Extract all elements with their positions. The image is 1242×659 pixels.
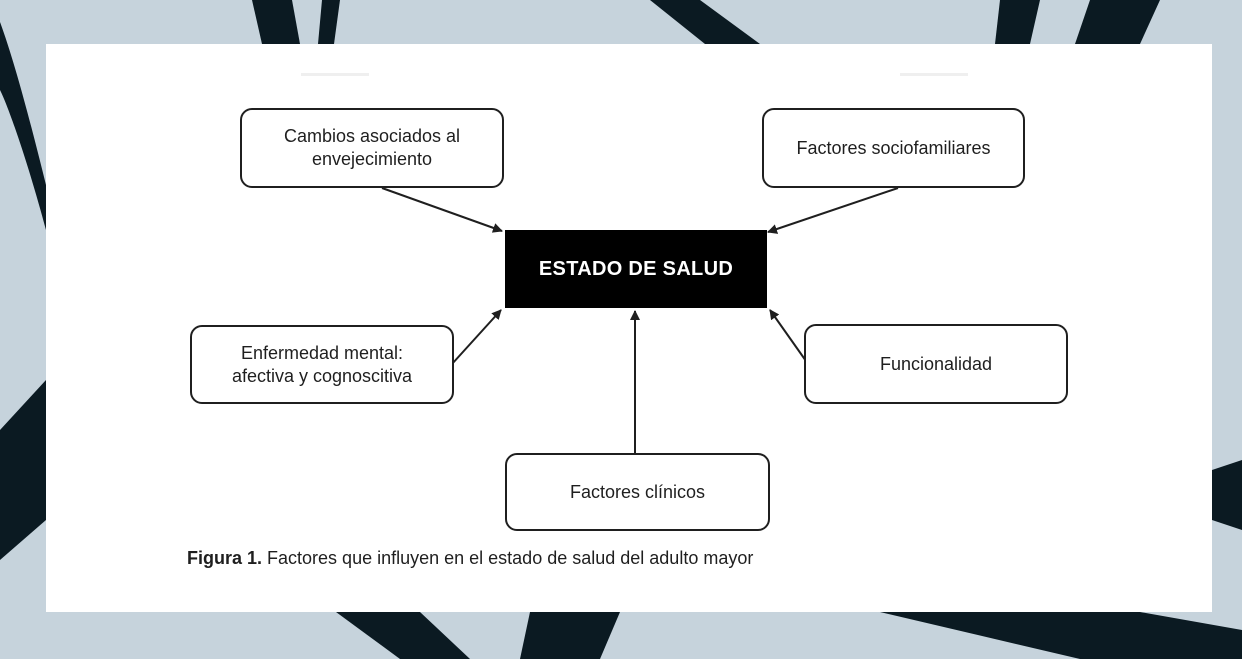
scan-smudge [900,73,968,76]
node-enfermedad-mental: Enfermedad mental: afectiva y cognosciti… [190,325,454,404]
node-label: Factores clínicos [569,481,706,502]
caption-text: Factores que influyen en el estado de sa… [267,548,754,568]
node-factores-sociofamiliares: Factores sociofamiliares [762,108,1025,188]
arrow-mid-left [451,309,502,365]
brush-stroke [1075,0,1160,44]
node-label: Factores sociofamiliares [796,137,991,158]
arrow-mid-right [769,309,807,362]
center-label: ESTADO DE SALUD [538,257,734,280]
arrow-top-left [381,187,503,233]
brush-stroke [880,612,1242,659]
node-cambios-envejecimiento: Cambios asociados al envejecimiento [240,108,504,188]
brush-stroke [1212,460,1242,530]
node-funcionalidad: Funcionalidad [804,324,1068,404]
caption-label: Figura 1. [187,548,263,568]
node-estado-de-salud: ESTADO DE SALUD [505,230,767,308]
diagram-connectors [381,187,899,454]
brush-stroke [318,0,340,44]
brush-stroke [650,0,760,44]
brush-stroke [995,0,1040,44]
figure-card: Cambios asociados al envejecimiento Fact… [46,44,1212,612]
node-label: Cambios asociados al envejecimiento [283,126,461,169]
scan-smudge [301,73,369,76]
brush-stroke [0,380,46,560]
arrow-top-right [767,187,899,234]
brush-stroke [0,22,46,230]
brush-stroke [252,0,300,44]
node-factores-clinicos: Factores clínicos [505,453,770,531]
node-label: Enfermedad mental: afectiva y cognosciti… [231,342,413,386]
brush-stroke [520,612,620,659]
node-label: Funcionalidad [879,353,993,374]
brush-stroke [336,612,470,659]
figure-caption: Figura 1. Factores que influyen en el es… [187,548,753,569]
